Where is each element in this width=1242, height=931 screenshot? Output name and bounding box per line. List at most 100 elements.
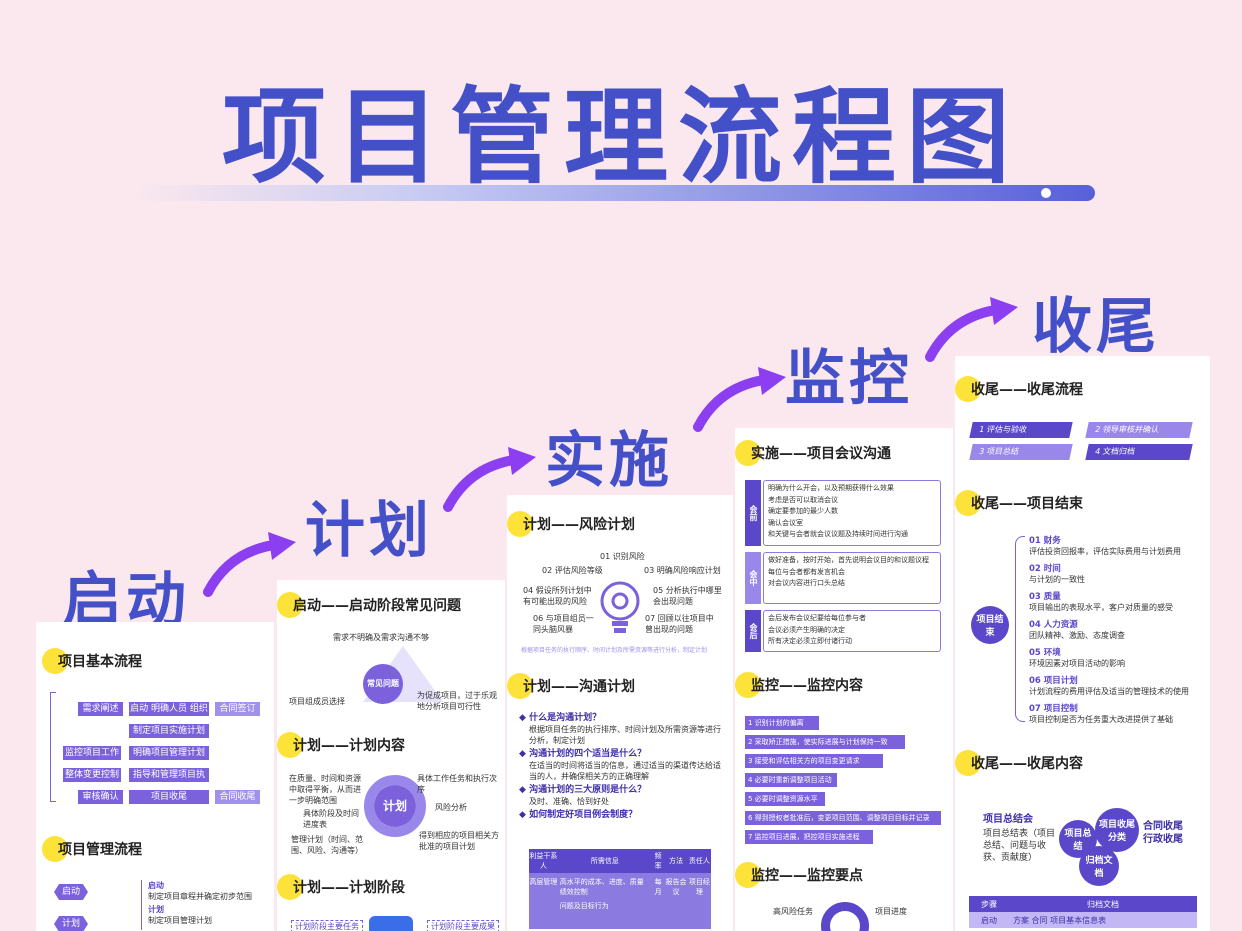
plan-item: 风险分析 (435, 803, 467, 812)
close-flow-step: 1 评估与验收 (969, 422, 1073, 438)
qa-list: ◆ 什么是沟通计划？ 根据项目任务的执行排序、时间计划及所需资源等进行分析，制定… (519, 713, 727, 821)
flow-step: 监控项目工作 (63, 746, 121, 760)
section-heading: 计划——计划内容 (277, 732, 405, 758)
flow-step: 指导和管理项目执行 (129, 768, 209, 794)
question-text: 需求不明确及需求沟通不够 (333, 633, 429, 642)
card-execute: 计划——风险计划 01 识别风险 02 评估风险等级 03 明确风险响应计划 0… (507, 495, 733, 931)
lightbulb-gear-icon (600, 581, 640, 633)
phase-tag: 计划阶段主要任务 (291, 920, 363, 931)
end-item: 03 质量项目输出的表现水平，客户对质量的感受 (1029, 592, 1173, 612)
plan-item: 在质量、时间和资源中取得平衡，从而进一步明确范围 (289, 774, 361, 805)
arrow-icon (203, 532, 296, 597)
risk-item: 05 分析执行中哪里会出现问题 (653, 586, 722, 606)
monitor-step: 6 得到授权者批准后，变更项目范围、调整项目目标并记录 (745, 811, 941, 825)
qa-question: ◆ 什么是沟通计划？ (519, 713, 602, 723)
summary-bubble: 项目收尾分类 (1095, 808, 1139, 852)
close-flow-step: 4 文档归档 (1085, 444, 1193, 460)
monitor-point: 项目进度 (875, 907, 907, 916)
center-bubble: 常见问题 (363, 664, 403, 704)
flow-step: 整体变更控制 (63, 768, 121, 782)
section-heading: 计划——计划阶段 (277, 874, 405, 900)
title-underline-bar (133, 185, 1095, 201)
monitor-ring (821, 902, 869, 931)
group-items: 明确为什么开会，以及预期获得什么效果考虑是否可以取消会议确定要参加的最少人数确认… (763, 480, 941, 546)
monitor-step: 1 识别计划的偏离 (745, 716, 819, 730)
monitor-step: 7 监控项目进展，把控项目实施进程 (745, 830, 873, 844)
end-bracket (1015, 536, 1025, 722)
monitor-step: 3 接受和评估相关方的项目变更请求 (745, 754, 883, 768)
project-end-bubble: 项目结束 (971, 606, 1009, 644)
group-items: 做好准备，按时开始，首先说明会议目的和议题议程每位与会者都有发言机会对会议内容进… (763, 552, 941, 604)
summary-desc: 项目总结表（项目总结、问题与收获、贡献度） (983, 829, 1056, 863)
group-tag: 会后 (745, 610, 761, 652)
group-items: 会后发布会议纪要给每位参与者会议必须产生明确的决定所有决定必须立即付诸行动 (763, 610, 941, 652)
monitor-point: 高风险任务 (773, 907, 813, 916)
risk-note: 根据项目任务的执行顺序、时间计划及所需资源等进行分析，制定计划 (521, 647, 708, 654)
end-item: 02 时间与计划的一致性 (1029, 564, 1085, 584)
table-cell: 方案 合同 项目基本信息表 (1013, 915, 1107, 925)
risk-item: 02 评估风险等级 (542, 566, 603, 575)
end-item: 07 项目控制项目控制是否为任务重大改进提供了基础 (1029, 704, 1173, 724)
qa-answer: 根据项目任务的执行排序、时间计划及所需资源等进行分析，制定计划 (529, 725, 721, 745)
end-item: 04 人力资源团队精神、激励、态度调查 (1029, 620, 1125, 640)
question-text: 项目组成员选择 (289, 697, 345, 706)
risk-item: 06 与项目组员一同头脑风暴 (533, 614, 594, 634)
qa-answer: 及时、准确、恰到好处 (529, 797, 609, 806)
risk-item: 07 回顾以往项目中曾出现的问题 (645, 614, 714, 634)
plan-item: 具体工作任务和执行次序 (417, 774, 497, 794)
table-header: 责任人 (688, 857, 710, 865)
qa-question: ◆ 沟通计划的三大原则是什么？ (519, 785, 647, 795)
end-item: 01 财务评估投资回报率，评估实际费用与计划费用 (1029, 536, 1181, 556)
table-header: 步骤 (981, 899, 997, 909)
section-heading: 收尾——收尾内容 (955, 750, 1083, 776)
monitor-step: 2 采取矫正措施，使实际进展与计划保持一致 (745, 735, 905, 749)
table-header: 利益干系人 (529, 852, 558, 870)
summary-right: 合同收尾行政收尾 (1143, 821, 1183, 845)
flow-step: 项目收尾 (129, 790, 209, 804)
risk-item: 01 识别风险 (600, 552, 645, 561)
mini-flow-node: 启动 (54, 884, 88, 900)
end-item: 06 项目计划计划流程的费用评估及适当的管理技术的使用 (1029, 676, 1189, 696)
page-title: 项目管理流程图 (221, 76, 1020, 198)
section-heading: 实施——项目会议沟通 (735, 440, 891, 466)
archive-table: 步骤 归档文档 启动 方案 合同 项目基本信息表 (969, 896, 1197, 928)
section-heading: 监控——监控要点 (735, 862, 863, 888)
flow-connector (50, 692, 56, 802)
plan-ring (364, 775, 426, 837)
stage-label-close: 收尾 (1032, 292, 1160, 362)
group-tag: 会前 (745, 480, 761, 546)
table-cell: 启动 (981, 915, 997, 925)
flow-step: 需求阐述 (78, 702, 123, 716)
flow-step: 明确项目管理计划 (129, 746, 209, 760)
section-heading: 监控——监控内容 (735, 672, 863, 698)
table-cell: 高水平的成本、进度、质量绩效控制问题及目标行为 (559, 878, 644, 910)
card-close: 收尾——收尾流程 1 评估与验收 2 领导审核并确认 3 项目总结 4 文档归档… (955, 356, 1210, 931)
card-start: 项目基本流程 需求阐述 启动 明确人员 组织 合同签订 制定项目实施计划 监控项… (36, 622, 274, 931)
section-heading: 项目基本流程 (42, 648, 142, 674)
qa-question: ◆ 沟通计划的四个适当是什么？ (519, 749, 647, 759)
monitor-step: 5 必要时调整资源水平 (745, 792, 825, 806)
comm-table: 利益干系人 所需信息 频率 方法 责任人 高层管理 高水平的成本、进度、质量绩效… (529, 849, 711, 929)
card-monitor: 实施——项目会议沟通 会前 明确为什么开会，以及预期获得什么效果考虑是否可以取消… (735, 428, 953, 931)
meeting-group: 会前 明确为什么开会，以及预期获得什么效果考虑是否可以取消会议确定要参加的最少人… (745, 480, 941, 546)
flow-step: 合同收尾 (215, 790, 260, 804)
progress-knob (1041, 188, 1051, 198)
section-heading: 启动——启动阶段常见问题 (277, 592, 461, 618)
close-flow-step: 3 项目总结 (969, 444, 1073, 460)
summary-title: 项目总结会 (983, 814, 1033, 825)
stage-label-execute: 实施 (545, 426, 673, 496)
arrow-icon (925, 297, 1018, 362)
plan-center: 计划 (374, 785, 416, 827)
section-heading: 收尾——项目结束 (955, 490, 1083, 516)
qa-answer: 在适当的时间将适当的信息，通过适当的渠道传达给适当的人，并确保相关方的正确理解 (529, 761, 721, 781)
section-heading: 收尾——收尾流程 (955, 376, 1083, 402)
section-heading: 计划——沟通计划 (507, 673, 635, 699)
table-cell: 报告会议 (665, 878, 687, 896)
table-cell: 每月 (654, 878, 662, 896)
meeting-group: 会后 会后发布会议纪要给每位参与者会议必须产生明确的决定所有决定必须立即付诸行动 (745, 610, 941, 652)
summary-bubble: 归档文档 (1079, 846, 1119, 886)
table-header: 方法 (669, 857, 683, 865)
summary-bubble: 项目总结 (1059, 820, 1097, 858)
risk-item: 04 假设所列计划中有可能出现的风险 (523, 586, 592, 606)
question-text: 为促成项目，过于乐观地分析项目可行性 (417, 691, 497, 711)
